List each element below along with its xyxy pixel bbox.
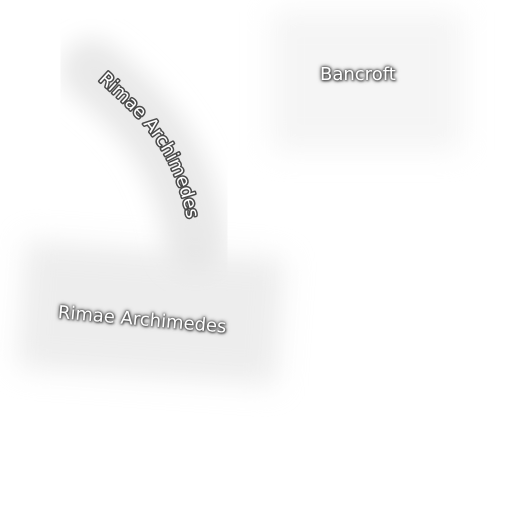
label-bancroft: Bancroft — [320, 64, 396, 85]
label-halo-rimae-curved — [61, 39, 227, 271]
label-halo-bancroft — [272, 12, 462, 150]
